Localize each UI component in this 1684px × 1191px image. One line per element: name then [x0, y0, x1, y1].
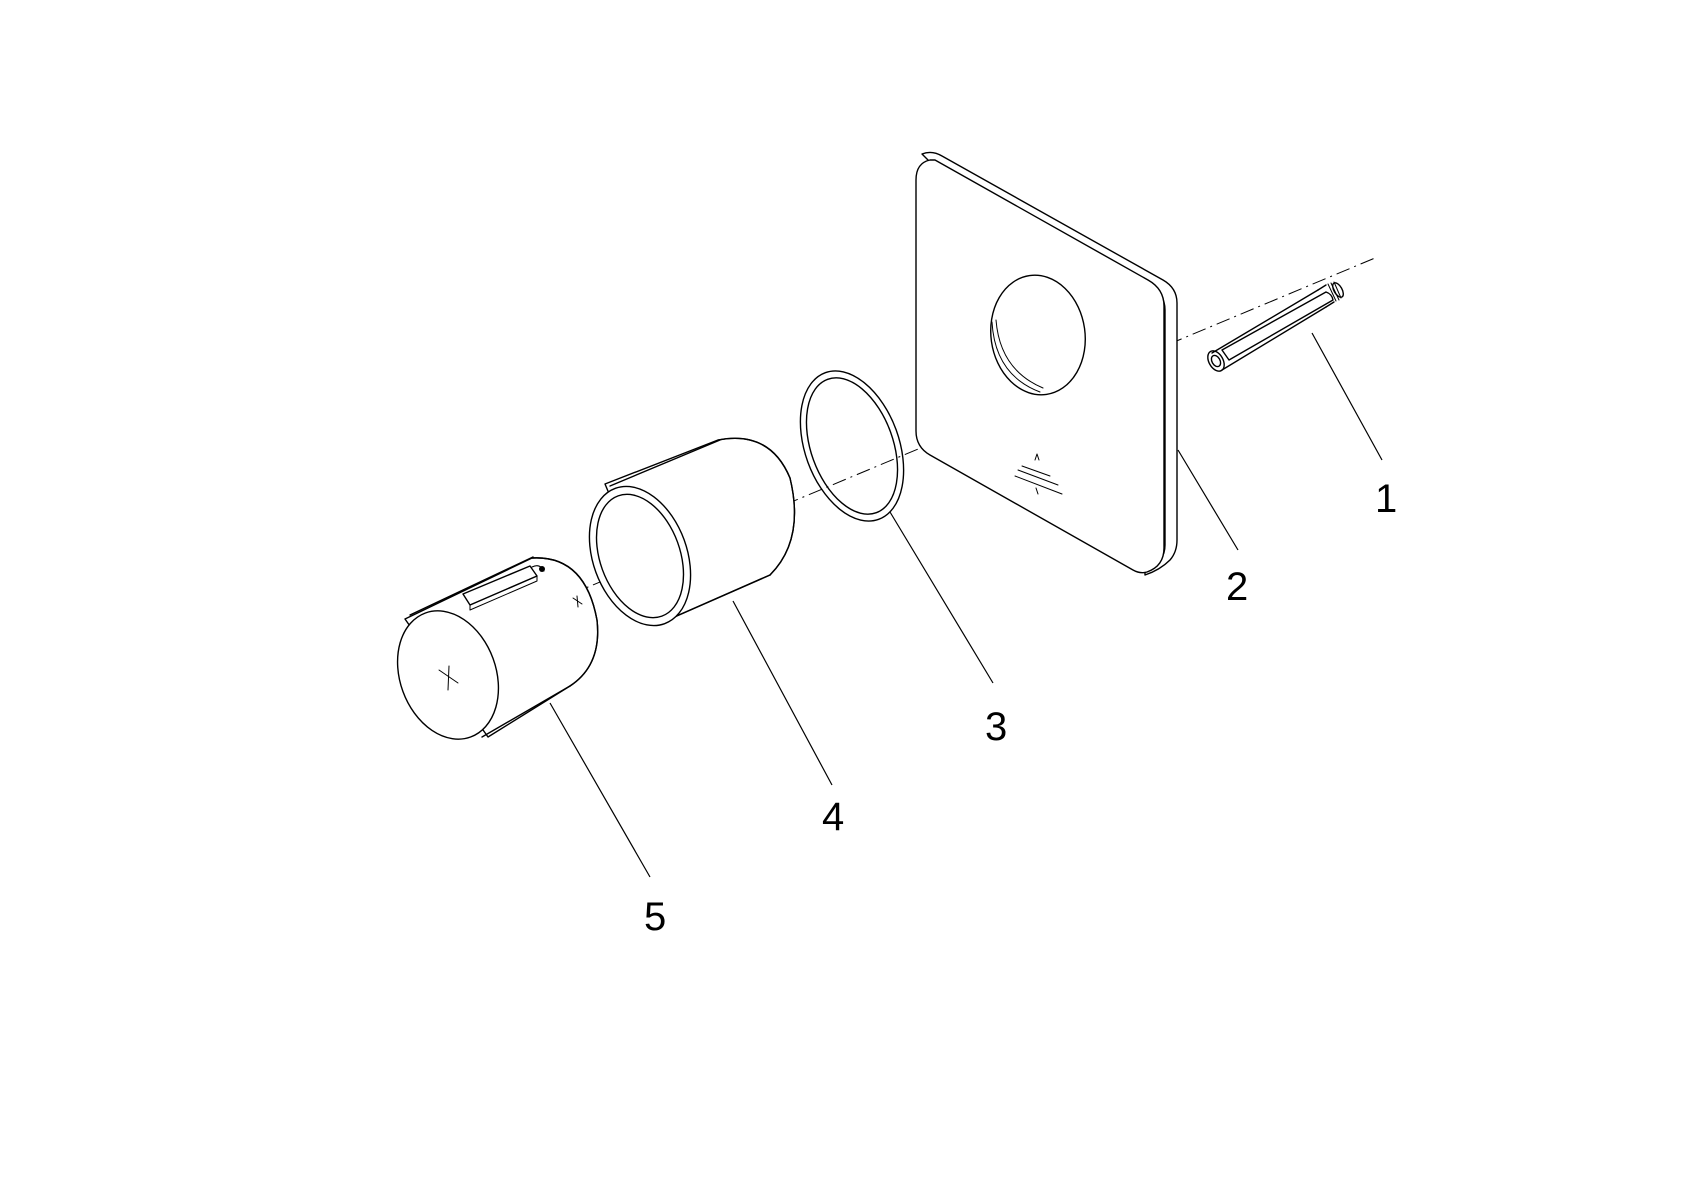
- callout-5: 5: [644, 895, 666, 939]
- sleeve: [588, 437, 796, 627]
- callout-3: 3: [985, 705, 1007, 749]
- leader-line-3: [889, 511, 994, 684]
- indicator-slot: [462, 565, 545, 611]
- callout-4: 4: [822, 795, 844, 839]
- plus-mark-icon: [572, 595, 583, 608]
- leader-line-5: [549, 702, 651, 878]
- seal-ring: [799, 370, 905, 522]
- leader-line-2: [1177, 449, 1239, 551]
- callout-2: 2: [1226, 565, 1248, 609]
- cross-mark-icon: [438, 665, 459, 691]
- cover-plate: [915, 151, 1178, 576]
- leader-line-1: [1311, 332, 1383, 461]
- leader-line-4: [732, 600, 833, 786]
- callout-1: 1: [1375, 477, 1397, 521]
- handle-knob: [396, 556, 599, 740]
- brand-logo: [1014, 453, 1063, 495]
- extension-spindle: [1207, 281, 1344, 372]
